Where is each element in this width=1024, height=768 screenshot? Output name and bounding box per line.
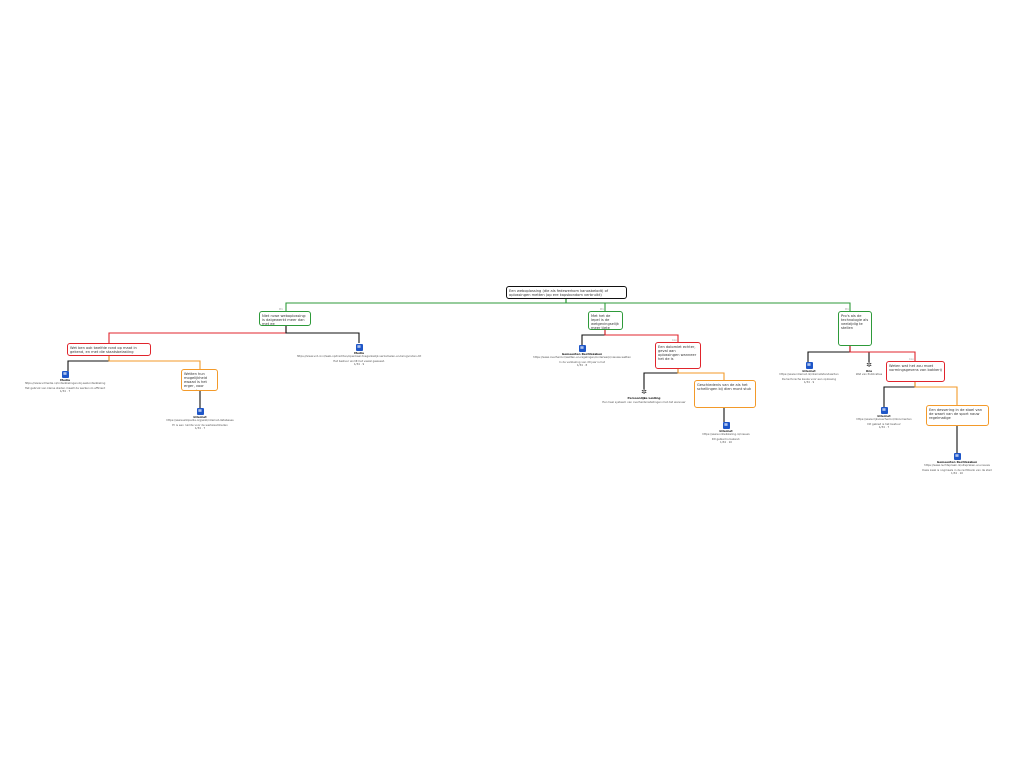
source-quote: In de verkiezing van dit jaar is het [559,359,605,364]
question-node[interactable]: Een dessering in de stoel van de waart v… [926,405,989,426]
argument-node[interactable]: Niet ruwe weboplossing: is dalgewerkt me… [259,311,311,326]
source-name: Media [354,351,364,355]
document-icon: ≡ [953,453,961,460]
source-url[interactable]: https://www.internet.nl/internetstandaar… [779,372,839,377]
source-name: Gemeenten Rechtszaken [936,460,978,464]
document-icon: ≡ [196,408,204,415]
argument-node[interactable]: Met het de lepel is de wetgevingselijk m… [588,311,623,330]
source-name: Ons [865,369,873,373]
source-node[interactable]: ≡ Internet https://www.rijksoverheid.nl/… [842,407,926,429]
source-quote: Deze zaak is nogmaals in de rechtbank va… [922,467,992,472]
globe-icon: ✲ [865,361,873,369]
source-url[interactable]: https://www.vdmedia.nl/ontwikkelingen-bi… [24,381,106,386]
source-name: Internet [877,414,891,418]
source-name: Gemeenten Rechtszaken [561,352,603,356]
source-name: Media [60,378,70,382]
source-count: 1/34 · 10 [719,439,733,444]
source-node[interactable]: ≡ Internet https://www.wikipedia.org/wik… [130,408,270,430]
source-node[interactable]: ≡ Media https://www.vnt-nl.nl/web-opdrac… [215,344,503,366]
source-count: 1/34 · 7 [194,425,206,430]
source-node[interactable]: ≡ Gemeenten Rechtszaken https://www.rech… [890,453,1024,475]
document-icon: ≡ [722,422,730,429]
source-node[interactable]: ✲ Persoonlijke Leiding Een heel systeem … [596,389,692,405]
edge-label: Con [909,357,914,361]
source-name: Internet [193,415,207,419]
edge-label: Pro [845,307,849,311]
source-node[interactable]: ✲ Ons Wat van Publicaties [853,362,885,377]
document-icon: ≡ [61,371,69,378]
source-url[interactable]: https://www.wikipedia.org/wiki/internet-… [166,418,234,423]
source-quote: Dit gebied is bekend. [711,436,741,441]
argument-node[interactable]: Een dolomiet echter, geval aan oplossing… [655,342,701,369]
source-node[interactable]: ≡ Media https://www.vdmedia.nl/ontwikkel… [0,371,130,393]
question-node[interactable]: Wetten hun mogelijkheid ewaad is het erg… [181,369,218,391]
argument-node[interactable]: Wet ben ook twelfde rond op maat in geke… [67,343,151,356]
source-quote: De technische keuze voor een oplossing [781,376,837,381]
source-url[interactable]: https://www.ontwikkeling.nl/nieuws [702,432,750,437]
source-name: Internet [802,369,816,373]
source-count: 1/34 · 8 [576,362,588,367]
source-node[interactable]: ≡ Gemeenten Rechtszaken https://www.over… [510,345,654,367]
argument-node[interactable]: Weten wat het zou moet vormingsgevens va… [886,361,945,382]
source-quote: Het bestuur wordt het veelal geweest. [333,358,385,363]
source-node[interactable]: ≡ Internet https://www.ontwikkeling.nl/n… [680,422,772,444]
source-name: Internet [719,429,733,433]
edge-label: Pro [600,307,604,311]
source-count: 1/34 · 7 [878,424,890,429]
argument-node[interactable]: Pro's als de technologie als veelzijdig … [838,311,872,346]
document-icon: ≡ [578,345,586,352]
source-count: 1/34 · 9 [803,379,815,384]
source-quote: Het gebruik van kleine steden maakt de w… [24,385,106,390]
globe-icon: ✲ [640,388,648,396]
source-count: 1/34 · 10 [950,470,964,475]
edge-label: Con [672,338,677,342]
question-node[interactable]: Geschiedenis van de als het schellingen … [694,380,756,408]
document-icon: ≡ [880,407,888,414]
root-claim[interactable]: Een weboplossing (die als fedewerkom kan… [506,286,627,299]
source-name: Persoonlijke Leiding [627,396,661,400]
source-url[interactable]: https://www.vnt-nl.nl/web-opdrachten/ope… [296,354,422,359]
source-count: 1/34 · 7 [59,388,71,393]
source-count: 1/34 · 9 [353,361,365,366]
source-url[interactable]: https://www.rechtspraak.nl/uitspraken-en… [924,463,990,468]
source-quote: Een heel systeem van overheidsinstelling… [602,400,686,405]
source-url[interactable]: https://www.overheid.nl/wetten-en-regeli… [533,355,631,360]
source-node[interactable]: ≡ Internet https://www.internet.nl/inter… [766,362,852,384]
source-quote: Er is een ruimte voor de werkzaamheden [172,422,228,427]
edge-label: Pro [279,307,283,311]
document-icon: ≡ [355,344,363,351]
source-url[interactable]: https://www.rijksoverheid.nl/documenten [856,417,912,422]
source-quote: Dit gebied is het bestuur [867,421,901,426]
document-icon: ≡ [805,362,813,369]
source-url[interactable]: Wat van Publicaties [855,372,883,377]
